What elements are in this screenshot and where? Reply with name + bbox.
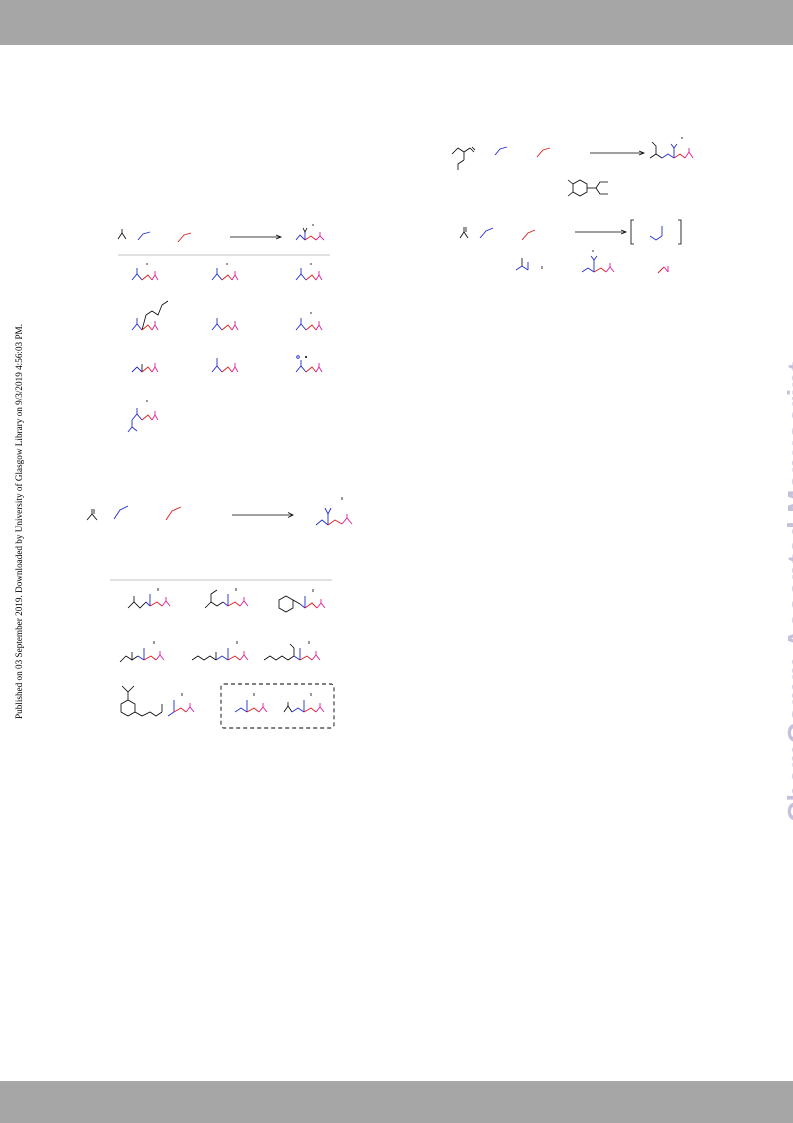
bottom-bar — [0, 1081, 793, 1123]
scheme-2-product — [315, 497, 353, 526]
reagent-3-structure — [177, 232, 192, 243]
scheme-3-reaction — [451, 137, 694, 274]
scheme-1-products-row-4 — [127, 400, 159, 433]
reagent-6-structure — [521, 229, 536, 241]
scheme-2-products-row-3 — [120, 685, 195, 717]
reagent-1-structure — [451, 146, 476, 170]
scheme-1-products-row-2 — [131, 300, 323, 331]
scheme-2-products-row-2 — [119, 641, 321, 663]
top-bar — [0, 0, 793, 45]
reagent-1-structure — [86, 509, 98, 521]
reagent-2-structure — [494, 146, 508, 156]
intermediate-bracket — [630, 219, 682, 245]
publication-note: Published on 03 September 2019. Download… — [14, 323, 24, 719]
highlight-box — [220, 683, 335, 729]
catalyst-structure — [567, 179, 608, 197]
reagent-2-structure — [137, 231, 151, 241]
scheme-1-product — [295, 224, 325, 241]
reagent-3-structure — [536, 147, 551, 158]
manuscript-watermark: ChemComm Accepted Manuscript — [782, 361, 793, 822]
scheme-1-products-row-1 — [131, 263, 323, 281]
reagent-4-structure — [459, 227, 469, 239]
scheme-3-byproducts — [515, 250, 669, 274]
reagent-2-structure — [113, 505, 129, 520]
reagent-3-structure — [165, 506, 182, 521]
scheme-2-boxed-products — [234, 693, 325, 713]
reagent-1-structure — [117, 229, 127, 240]
scheme-1-products-row-3 — [131, 355, 323, 373]
reagent-5-structure — [479, 227, 494, 239]
scheme-1-reaction — [117, 224, 330, 433]
scheme-3-product-1 — [649, 137, 694, 159]
scheme-2-reaction — [86, 497, 353, 729]
scheme-2-products-row-1 — [127, 588, 326, 613]
